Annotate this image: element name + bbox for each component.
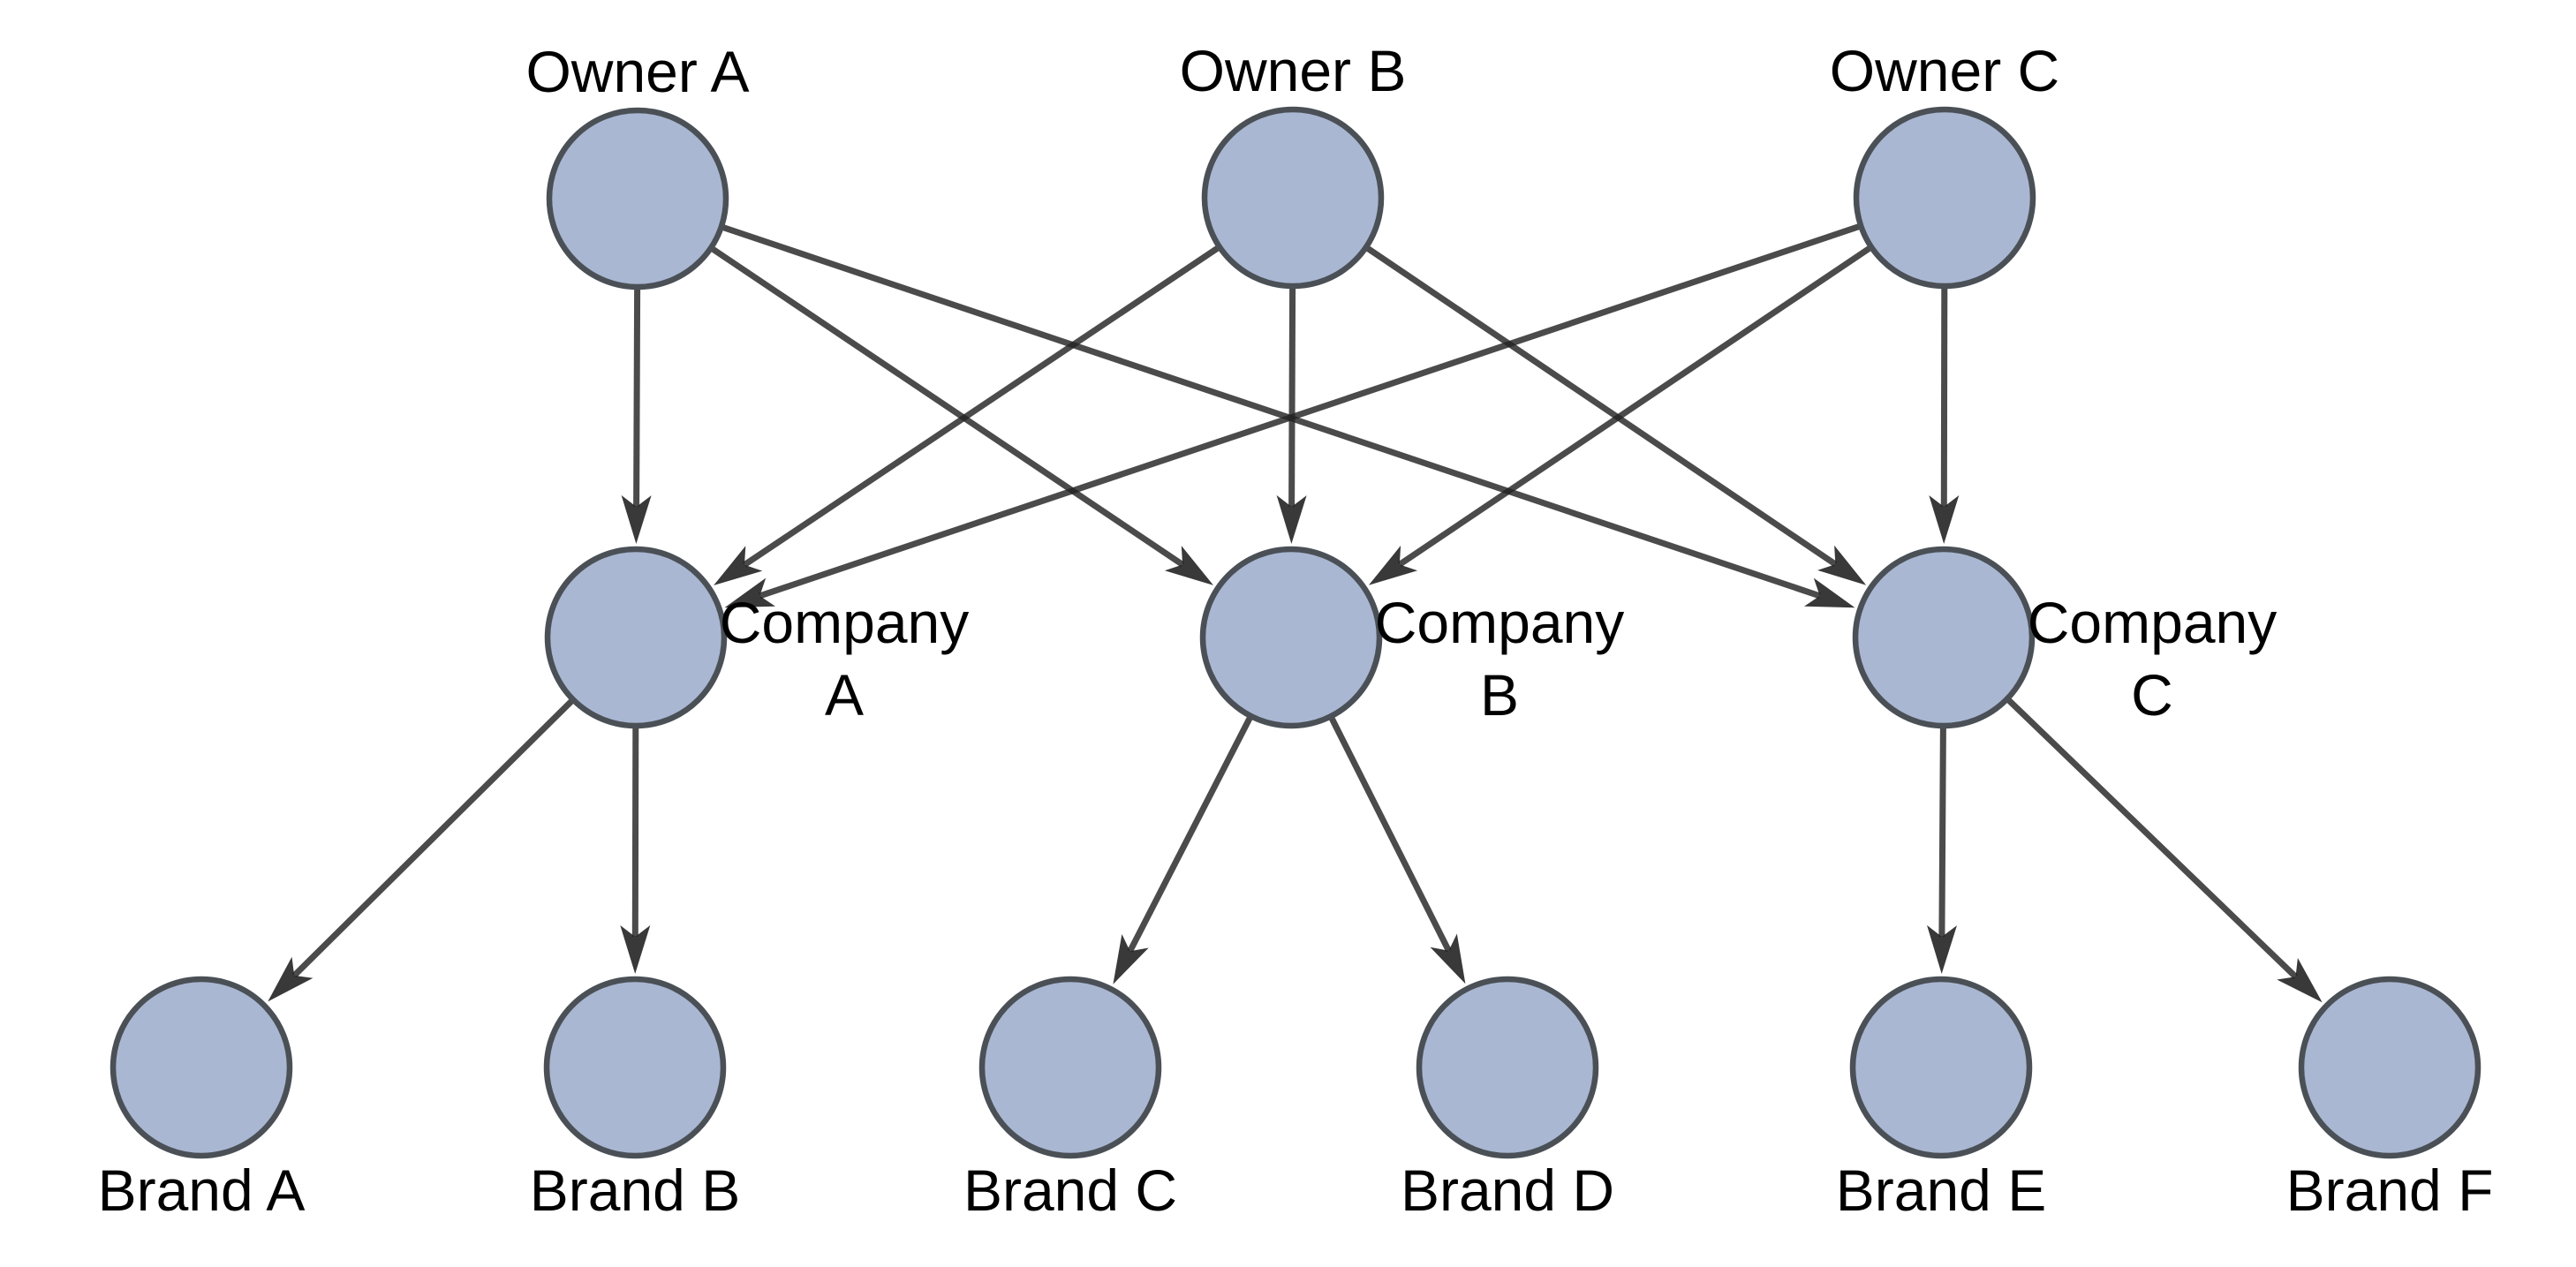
edge-line: [2006, 698, 2298, 979]
label-brand-a: Brand A: [98, 1158, 306, 1223]
edge-line: [1938, 728, 1946, 938]
edge-company-c-brand-f: [2006, 698, 2323, 1003]
edge-owner-b-company-c: [1366, 245, 1867, 585]
nodes-layer: [110, 106, 2482, 1159]
edge-line: [631, 728, 639, 938]
edge-line: [1288, 288, 1296, 508]
edge-owner-b-company-a: [714, 245, 1220, 585]
edge-line: [1127, 717, 1253, 953]
node-brand-d[interactable]: [1416, 976, 1599, 1159]
label-brand-b: Brand B: [530, 1158, 740, 1223]
edge-line: [291, 699, 574, 978]
label-company-a: Company: [720, 590, 969, 655]
node-owner-b[interactable]: [1201, 106, 1385, 290]
edge-company-b-brand-d: [1329, 717, 1466, 984]
edges-layer: [268, 223, 2323, 1003]
edge-owner-c-company-a: [724, 223, 1860, 608]
edge-line: [1940, 288, 1948, 508]
label-brand-e: Brand E: [1836, 1158, 2046, 1223]
edge-line: [1329, 717, 1452, 953]
arrowhead-icon: [620, 925, 651, 974]
node-company-a[interactable]: [544, 546, 728, 729]
node-company-c[interactable]: [1852, 546, 2036, 729]
label-company-b: Company: [1375, 590, 1624, 655]
edge-line: [743, 245, 1220, 568]
edge-company-a-brand-a: [268, 699, 574, 1002]
node-brand-b[interactable]: [543, 976, 727, 1159]
node-owner-a[interactable]: [546, 107, 729, 290]
arrowhead-icon: [1164, 546, 1213, 585]
arrowhead-icon: [1927, 924, 1957, 974]
arrowhead-icon: [268, 956, 314, 1002]
edge-company-b-brand-c: [1113, 717, 1253, 984]
arrowhead-icon: [1817, 545, 1867, 585]
edge-line: [1366, 245, 1838, 568]
edge-line: [1397, 245, 1871, 568]
edge-line: [633, 289, 641, 508]
edge-company-a-brand-b: [620, 728, 651, 974]
node-company-b[interactable]: [1199, 546, 1383, 729]
label-owner-b: Owner B: [1180, 38, 1407, 103]
node-brand-f[interactable]: [2298, 976, 2482, 1159]
edge-owner-c-company-c: [1929, 288, 1960, 544]
arrowhead-icon: [2277, 958, 2323, 1003]
arrowhead-icon: [714, 546, 763, 585]
node-brand-c[interactable]: [978, 976, 1162, 1159]
label-owner-a: Owner A: [525, 39, 749, 104]
arrowhead-icon: [724, 577, 775, 608]
label-company-a: A: [825, 662, 864, 728]
edge-owner-a-company-c: [722, 224, 1855, 608]
edge-owner-b-company-b: [1276, 288, 1307, 544]
label-brand-f: Brand F: [2286, 1158, 2494, 1223]
edge-owner-c-company-b: [1368, 245, 1871, 585]
label-company-c: Company: [2028, 590, 2277, 655]
arrowhead-icon: [1430, 933, 1466, 984]
label-brand-d: Brand D: [1401, 1158, 1614, 1223]
label-owner-c: Owner C: [1830, 38, 2059, 103]
edge-owner-a-company-a: [621, 289, 652, 544]
arrowhead-icon: [1113, 934, 1149, 984]
edge-line: [759, 223, 1860, 600]
node-brand-e[interactable]: [1849, 976, 2033, 1159]
node-owner-c[interactable]: [1853, 106, 2036, 290]
label-brand-c: Brand C: [963, 1158, 1177, 1223]
arrowhead-icon: [1368, 546, 1418, 585]
arrowhead-icon: [1929, 495, 1960, 544]
edge-line: [711, 246, 1185, 568]
label-company-b: B: [1480, 662, 1519, 728]
node-brand-a[interactable]: [110, 976, 293, 1159]
edge-owner-a-company-b: [711, 246, 1213, 585]
arrowhead-icon: [1804, 577, 1855, 608]
edge-company-c-brand-e: [1927, 728, 1957, 974]
arrowhead-icon: [1276, 494, 1307, 544]
label-company-c: C: [2131, 662, 2173, 728]
arrowhead-icon: [621, 494, 652, 544]
edge-line: [722, 224, 1821, 600]
